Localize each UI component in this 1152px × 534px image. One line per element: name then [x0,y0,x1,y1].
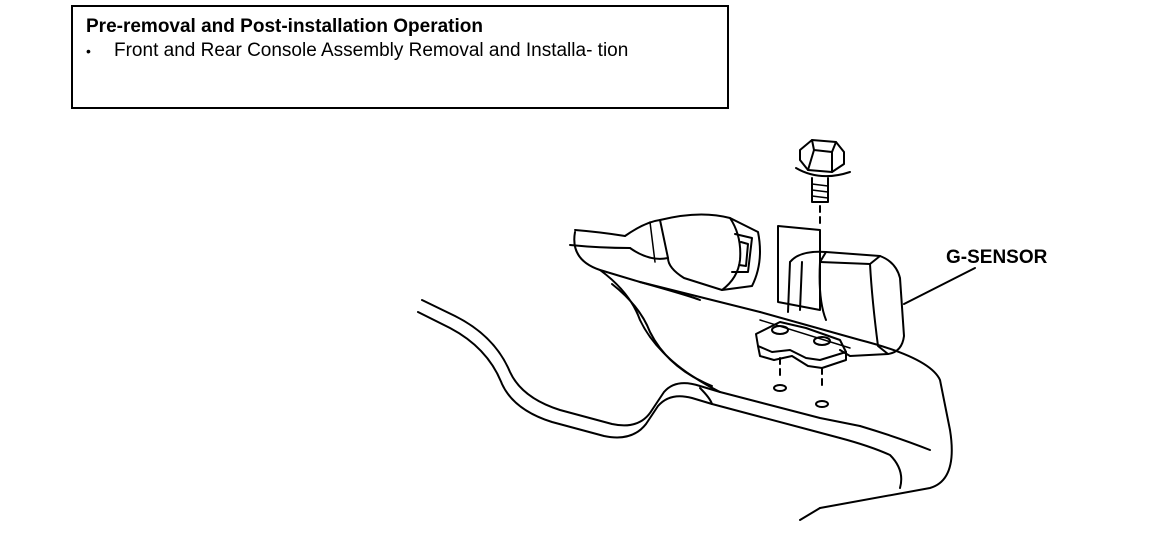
mount-hole [773,384,787,392]
mount-hole [815,400,829,408]
mounting-bracket [777,225,821,311]
info-box-title: Pre-removal and Post-installation Operat… [86,16,483,37]
info-box-item-text: Front and Rear Console Assembly Removal … [114,40,629,61]
bolt [795,139,851,247]
g-sensor [755,250,905,408]
pre-removal-info-box: Pre-removal and Post-installation Operat… [71,5,729,109]
floor-panel [417,231,953,521]
g-sensor-label: G-SENSOR [946,247,1048,268]
bullet-icon: • [86,43,91,59]
callout-leader-line [903,267,976,305]
sensor-connector [569,213,761,291]
info-box-list-item: • Front and Rear Console Assembly Remova… [86,39,715,63]
